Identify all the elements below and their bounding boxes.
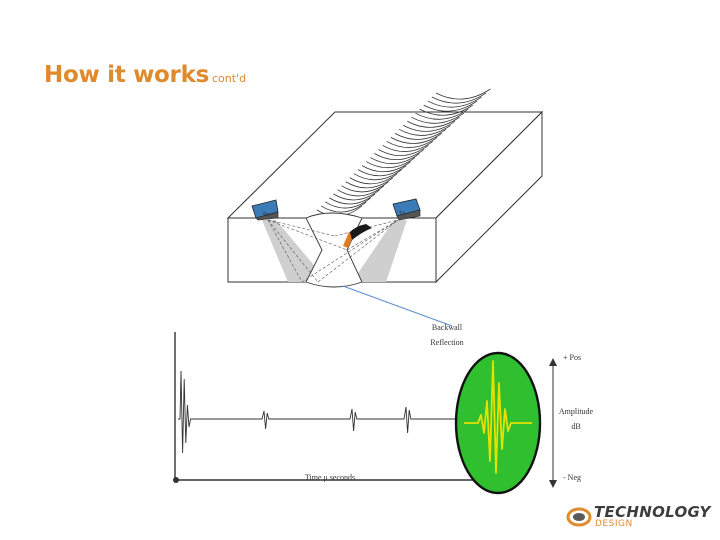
ascan-axes	[174, 332, 474, 481]
flaw-crack	[350, 224, 372, 240]
weld-ripple	[423, 100, 478, 112]
sound-path	[267, 219, 336, 237]
beam-cone-right	[352, 220, 407, 282]
probe-left: Rx	[251, 199, 279, 221]
weld-ripple	[324, 197, 371, 209]
weld-ripple	[390, 133, 442, 144]
probe-right: Tx	[392, 198, 421, 221]
weld-ripple	[407, 116, 460, 128]
callout-label-line2: Reflection	[430, 338, 463, 347]
weld-ripple	[341, 181, 389, 193]
sound-path	[267, 219, 303, 283]
logo-name: TECHNOLOGY	[594, 503, 711, 521]
ascan-trace	[178, 370, 470, 454]
weld-ripple	[320, 201, 367, 213]
screen-signal	[464, 360, 532, 474]
sound-path	[267, 219, 348, 251]
beam-cones	[262, 220, 407, 282]
weld-ripple	[353, 169, 402, 181]
amplitude-top-label: + Pos	[563, 353, 581, 362]
weld-ripple	[411, 112, 465, 124]
weld-ripple	[333, 189, 380, 201]
weld-cross-section	[305, 212, 363, 288]
weld-ripple	[394, 129, 447, 140]
sound-path	[301, 219, 399, 283]
sound-path	[317, 219, 399, 283]
weld-ripple	[427, 96, 482, 108]
amplitude-mid-label-2: dB	[571, 422, 580, 431]
company-logo: TECHNOLOGY DESIGN	[566, 503, 710, 533]
weld-ripple	[370, 153, 420, 164]
probe-left-label: Rx	[263, 212, 270, 218]
weld-ripple	[345, 177, 394, 189]
amplitude-bottom-label: - Neg	[563, 473, 581, 482]
weld-ripple	[337, 185, 385, 197]
weld-ripple	[386, 137, 438, 148]
callout-line	[342, 285, 453, 327]
amplitude-arrow	[549, 358, 557, 488]
weld-ripple	[415, 108, 469, 120]
weld-ripple	[398, 124, 451, 136]
callout-label-line1: Backwall	[432, 323, 463, 332]
axis-origin-dot	[173, 477, 179, 483]
sound-path	[267, 219, 319, 283]
weld-ripple	[378, 145, 429, 156]
logo-subname: DESIGN	[595, 519, 633, 529]
weld-ripple	[431, 92, 487, 104]
probe-right-label: Tx	[399, 211, 406, 217]
weld-ripple	[382, 141, 433, 152]
x-axis-label: Time μ seconds	[305, 473, 355, 482]
beam-cone-left	[262, 220, 328, 282]
weld-ripple	[349, 173, 398, 185]
amplitude-mid-label-1: Amplitude	[559, 407, 594, 416]
weld-ripple	[357, 165, 407, 177]
weld-ripple	[419, 104, 473, 116]
weld-ripple	[366, 157, 416, 168]
weld-ripple	[435, 88, 491, 100]
weld-ripple	[374, 149, 425, 160]
title-suffix: cont'd	[211, 72, 247, 85]
logo-swoosh-icon	[566, 507, 592, 527]
title-main: How it works	[44, 62, 209, 88]
weld-ripple	[402, 120, 456, 132]
flaw	[343, 224, 372, 248]
weld-ripple	[361, 161, 411, 173]
weld-ripple	[329, 193, 376, 205]
